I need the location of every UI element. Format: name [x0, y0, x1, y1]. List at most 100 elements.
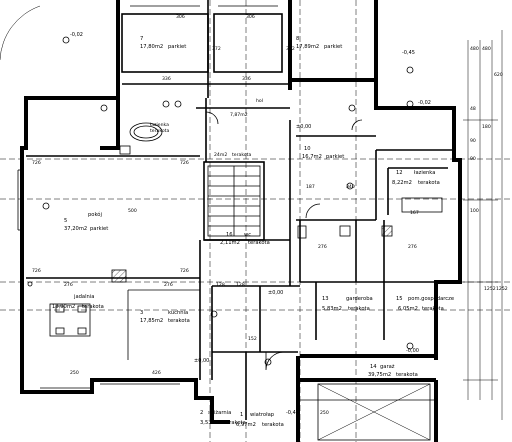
svg-text:-0,00: -0,00	[406, 348, 419, 354]
svg-text:128: 128	[236, 282, 245, 288]
room-2-label: 2 spiżarnia 3,53m2 terakota	[200, 410, 246, 426]
room-12-label: 12 łazienka 8,22m2 terakota	[392, 170, 440, 186]
svg-text:480: 480	[470, 46, 479, 52]
svg-text:48: 48	[470, 106, 476, 112]
svg-text:13: 13	[322, 296, 329, 302]
room-10-label: 10 16,7m2 parkiet	[302, 146, 344, 160]
interior-partitions	[26, 98, 454, 420]
svg-text:wc: wc	[244, 232, 251, 238]
svg-text:90: 90	[470, 138, 476, 144]
svg-text:3,53m2: 3,53m2	[200, 420, 220, 426]
svg-text:18,90m2: 18,90m2	[52, 304, 75, 310]
svg-text:8: 8	[296, 36, 299, 42]
svg-text:39,75m2: 39,75m2	[368, 372, 391, 378]
svg-text:terakota: terakota	[396, 372, 418, 378]
svg-text:340: 340	[346, 184, 355, 190]
svg-text:306: 306	[176, 14, 185, 20]
svg-text:kuchnia: kuchnia	[168, 310, 188, 316]
svg-text:pokój: pokój	[88, 211, 102, 218]
svg-text:garaż: garaż	[380, 364, 395, 370]
room-13-label: 13 garderoba 5,83m2 terakota	[322, 296, 373, 312]
svg-text:±0,00: ±0,00	[296, 124, 311, 130]
garage-door	[317, 383, 431, 441]
svg-text:8,22m2: 8,22m2	[392, 180, 412, 186]
room-8-label: 8 17,89m2 parkiet	[296, 36, 342, 50]
svg-text:372: 372	[286, 46, 295, 52]
top-rooms	[121, 0, 290, 98]
svg-text:336: 336	[162, 76, 171, 82]
svg-text:17,85m2: 17,85m2	[140, 318, 163, 324]
svg-text:1252: 1252	[484, 286, 496, 292]
svg-text:250: 250	[70, 370, 79, 376]
room-jadalnia-label: jadalnia 18,90m2 terakota	[52, 294, 104, 310]
svg-text:276: 276	[318, 244, 327, 250]
svg-text:parkiet: parkiet	[90, 226, 108, 232]
svg-text:garderoba: garderoba	[346, 296, 373, 302]
exterior-walls	[20, 0, 462, 442]
svg-text:terakota: terakota	[168, 318, 190, 324]
svg-text:128: 128	[216, 282, 225, 288]
svg-text:250: 250	[320, 410, 329, 416]
svg-text:90: 90	[470, 156, 476, 162]
svg-text:terakota: terakota	[150, 128, 169, 134]
fixtures	[49, 100, 443, 371]
svg-text:152: 152	[248, 336, 257, 342]
svg-text:306: 306	[246, 14, 255, 20]
svg-text:726: 726	[180, 160, 189, 166]
svg-text:2,11m2: 2,11m2	[220, 240, 240, 246]
room-15-label: 15 pom.gospodarcze 6,05m2 terakota	[396, 296, 454, 312]
svg-text:terakota: terakota	[232, 152, 251, 158]
svg-text:terakota: terakota	[348, 306, 370, 312]
dimension-labels: 306 306 336 336 372 372 726 726 726 726 …	[32, 14, 508, 416]
svg-text:276: 276	[64, 282, 73, 288]
svg-text:-0,02: -0,02	[70, 32, 83, 38]
level-markers: -0,02 -0,45 -0,02 ±0,00 ±0,00 ±0,00 -0,4…	[70, 32, 431, 416]
svg-text:parkiet: parkiet	[326, 154, 344, 160]
svg-text:2: 2	[200, 410, 203, 416]
svg-text:37,20m2: 37,20m2	[64, 226, 87, 232]
svg-text:726: 726	[32, 268, 41, 274]
room-hol-label: hol 24m2 terakota	[214, 98, 263, 158]
staircase	[207, 165, 261, 237]
svg-text:łazienka: łazienka	[150, 122, 169, 128]
svg-text:parkiet: parkiet	[168, 44, 186, 50]
svg-text:276: 276	[408, 244, 417, 250]
section-markers	[27, 36, 414, 366]
svg-text:1: 1	[240, 412, 243, 418]
room-lazienka-label: łazienka terakota 7,87m2	[150, 112, 248, 134]
room-16-label: 16 wc 2,11m2 terakota	[220, 232, 270, 246]
svg-text:500: 500	[128, 208, 137, 214]
svg-text:spiżarnia: spiżarnia	[208, 410, 231, 416]
right-dimension-chain	[463, 30, 503, 420]
chimney-blocks	[111, 225, 393, 283]
svg-text:276: 276	[164, 282, 173, 288]
svg-text:372: 372	[212, 46, 221, 52]
svg-text:14: 14	[370, 364, 377, 370]
svg-text:7: 7	[140, 36, 143, 42]
room-7-label: 7 17,80m2 parkiet	[140, 36, 186, 50]
svg-text:-0,45: -0,45	[286, 410, 299, 416]
svg-text:100: 100	[470, 208, 479, 214]
svg-text:17,80m2: 17,80m2	[140, 44, 163, 50]
svg-text:parkiet: parkiet	[324, 44, 342, 50]
room-1-label: 1 wiatrołap 6,97m2 terakota	[236, 412, 284, 428]
svg-text:±0,00: ±0,00	[194, 358, 209, 364]
windows	[17, 5, 436, 401]
svg-text:16,7m2: 16,7m2	[302, 154, 322, 160]
svg-text:10: 10	[304, 146, 311, 152]
svg-text:terakota: terakota	[248, 240, 270, 246]
svg-text:terakota: terakota	[82, 304, 104, 310]
svg-text:5,83m2: 5,83m2	[322, 306, 342, 312]
svg-text:15: 15	[396, 296, 403, 302]
svg-text:wiatrołap: wiatrołap	[250, 412, 275, 418]
svg-text:pom.gospodarcze: pom.gospodarcze	[408, 296, 454, 302]
svg-text:łazienka: łazienka	[414, 170, 435, 176]
svg-text:5: 5	[64, 218, 67, 224]
svg-text:6,05m2: 6,05m2	[398, 306, 418, 312]
svg-text:620: 620	[494, 72, 503, 78]
svg-text:jadalnia: jadalnia	[73, 294, 94, 300]
svg-text:480: 480	[482, 46, 491, 52]
svg-text:±0,00: ±0,00	[268, 290, 283, 296]
svg-text:426: 426	[152, 370, 161, 376]
